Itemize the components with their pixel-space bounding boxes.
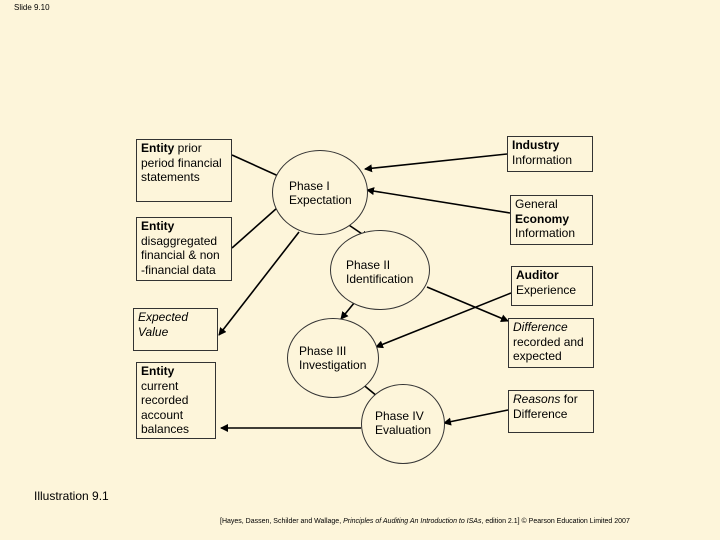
box-expected-value: Expected Value (133, 308, 218, 351)
disaggregated-bold: Entity (141, 219, 175, 233)
circle-phase2: Phase II Identification (330, 230, 430, 310)
slide-number: Slide 9.10 (14, 3, 50, 12)
industry-bold: Industry (512, 138, 560, 152)
phase1-line2: Expectation (289, 193, 352, 207)
phase3-line1: Phase III (299, 344, 347, 358)
difference-rest: recorded and expected (513, 334, 584, 364)
phase2-line2: Identification (346, 272, 414, 286)
disaggregated-rest: disaggregated financial & non -financial… (141, 233, 220, 277)
phase1-line1: Phase I (289, 179, 330, 193)
industry-rest: Information (512, 152, 573, 167)
prior-bold: Entity (141, 141, 175, 155)
expected-value-text: Expected Value (138, 310, 189, 339)
economy-bold: Economy (515, 211, 570, 226)
difference-italic: Difference (513, 320, 568, 334)
box-entity-disaggregated: Entity disaggregated financial & non -fi… (136, 217, 232, 281)
arrow-auditor-to-phase3 (375, 292, 512, 349)
arrow-industry-to-phase1 (364, 153, 508, 173)
current-rest: current recorded account balances (141, 378, 190, 437)
arrow-reasons-to-phase4 (443, 409, 509, 426)
box-entity-current: Entity current recorded account balances (136, 362, 216, 439)
credit-pre: [Hayes, Dassen, Schilder and Wallage, (220, 518, 344, 525)
economy-rest: Information (515, 226, 576, 240)
phase3-line2: Investigation (299, 358, 367, 372)
arrow-phase2-to-difference (426, 286, 509, 322)
reasons-italic: Reasons (513, 392, 561, 406)
arrow-phase1-to-expected (218, 231, 300, 336)
circle-phase3: Phase III Investigation (287, 318, 379, 398)
credit-post: , edition 2.1] © Pearson Education Limit… (481, 518, 630, 525)
arrow-economy-to-phase1 (366, 187, 511, 214)
box-entity-prior: Entity prior period financial statements (136, 139, 232, 202)
phase2-line1: Phase II (346, 258, 391, 272)
illustration-caption: Illustration 9.1 (34, 489, 109, 503)
reasons-rest: for Difference (513, 392, 578, 421)
economy-pre: General (515, 197, 558, 211)
auditor-rest: Experience (516, 282, 577, 297)
source-credit: [Hayes, Dassen, Schilder and Wallage, Pr… (220, 518, 630, 525)
current-bold: Entity (141, 364, 175, 378)
credit-title: Principles of Auditing An Introduction t… (343, 518, 482, 525)
phase4-line2: Evaluation (375, 423, 432, 437)
phase4-line1: Phase IV (375, 409, 424, 423)
box-reasons: Reasons for Difference (508, 390, 594, 433)
circle-phase4: Phase IV Evaluation (361, 384, 445, 464)
prior-rest: prior period financial statements (141, 141, 222, 184)
circle-phase1: Phase I Expectation (272, 150, 368, 235)
auditor-bold: Auditor (516, 268, 559, 282)
